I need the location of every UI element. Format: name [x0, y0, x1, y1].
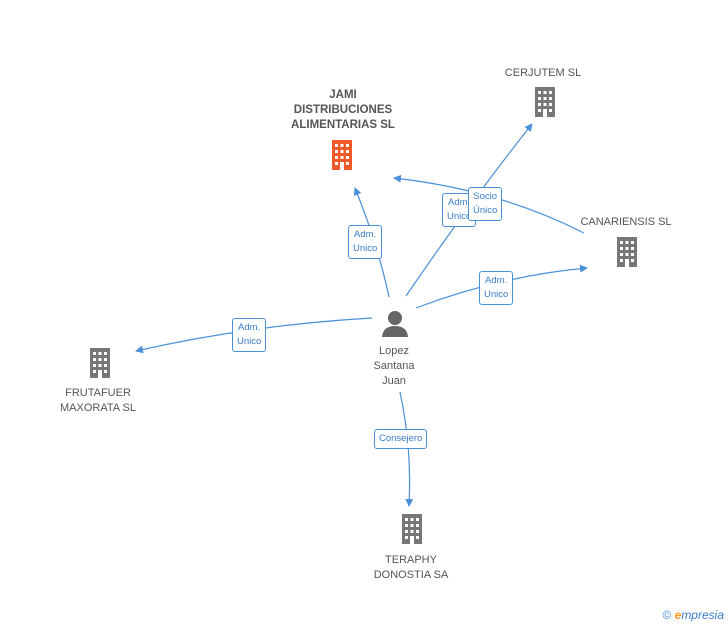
building-icon-frutafuer[interactable]	[90, 348, 110, 378]
brand-name: mpresia	[681, 608, 724, 622]
company-label-frutafuer[interactable]: FRUTAFUER MAXORATA SL	[59, 387, 137, 414]
company-label-canariensis[interactable]: CANARIENSIS SL	[580, 216, 672, 228]
person-label[interactable]: Lopez Santana Juan	[373, 345, 415, 387]
edge-label-frutafuer: Adm. Unico	[232, 318, 267, 352]
edge-label-teraphy: Consejero	[374, 429, 428, 449]
company-label-jami[interactable]: JAMI DISTRIBUCIONES ALIMENTARIAS SL	[291, 89, 395, 131]
edge-label-socio: Socio Único	[468, 187, 503, 221]
edge-person-teraphy	[399, 391, 414, 507]
building-icon-teraphy[interactable]	[402, 514, 422, 544]
edge-label-canariensis: Adm. Unico	[479, 271, 514, 305]
building-icon-cerjutem[interactable]	[535, 87, 555, 117]
company-label-cerjutem[interactable]: CERJUTEM SL	[504, 67, 582, 79]
copyright-symbol: ©	[662, 608, 672, 622]
building-icon-jami[interactable]	[332, 140, 352, 170]
company-label-teraphy[interactable]: TERAPHY DONOSTIA SA	[373, 554, 449, 581]
edge-label-jami: Adm. Unico	[348, 225, 383, 259]
building-icon-canariensis[interactable]	[617, 237, 637, 267]
person-icon[interactable]	[382, 311, 408, 337]
brand-logo-e: e	[674, 608, 682, 622]
footer-brand: © empresia	[662, 608, 724, 622]
